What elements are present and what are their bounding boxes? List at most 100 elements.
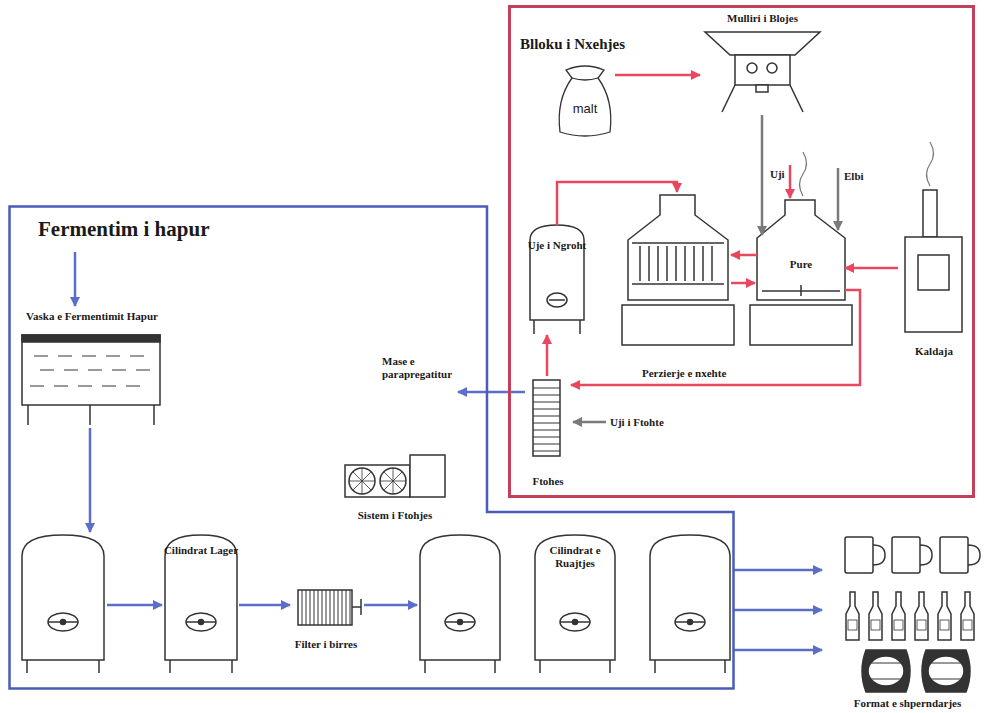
vat-drawing: [34, 356, 150, 357]
blue-arrows: [107, 604, 162, 607]
serving-icons: [892, 537, 920, 573]
red-arrows: [731, 282, 755, 285]
flow-arrow: [571, 290, 860, 385]
filter-drawing: [350, 590, 351, 625]
node-label: Kaldaja: [915, 345, 953, 358]
vat-drawing: [22, 335, 160, 425]
distribution-forms: Format e shperndarjes: [830, 528, 985, 711]
malt-bag: [559, 66, 611, 136]
tank-drawing: [445, 613, 475, 631]
serving-icons: [930, 663, 962, 664]
lauter-tun: [702, 246, 704, 281]
serving-icons: [892, 592, 905, 640]
malt-bag: malt: [555, 65, 615, 140]
mash-tun: [750, 305, 852, 345]
lauter-tun: [684, 246, 686, 281]
beer-filter: Filter i birres: [290, 585, 362, 651]
flow-arrow: [761, 115, 764, 235]
serving-icons: [920, 545, 932, 565]
red-arrows: [557, 182, 677, 225]
steam: [800, 142, 934, 196]
serving-icons: [894, 620, 903, 630]
vat-drawing: [22, 335, 160, 342]
cooler-drawing: [533, 388, 560, 451]
serving-icons: [869, 592, 882, 640]
serving-icons: [845, 537, 980, 692]
flow-arrow: [546, 335, 549, 376]
node-label: Ftohes: [532, 475, 563, 488]
node-label: Sistem i Ftohjes: [358, 509, 433, 522]
tank-drawing: [424, 660, 426, 673]
blue-arrows: [734, 609, 822, 612]
cooler-drawing: [533, 423, 560, 424]
tank-drawing: [560, 613, 590, 631]
region-title: Fermentim i hapur: [38, 217, 209, 242]
steam: [927, 142, 934, 186]
flow-label: Uji i Ftohte: [608, 416, 666, 429]
region-title: Blloku i Nxehjes: [520, 35, 625, 54]
lauter-tun: [657, 246, 659, 281]
tank-drawing: [573, 620, 578, 625]
lauter-tun: [640, 246, 712, 281]
lauter-tun: [622, 195, 734, 345]
vat-drawing: [153, 405, 155, 425]
lauter-tun: [632, 283, 724, 285]
node-label: Pure: [790, 258, 812, 271]
filter-drawing: [322, 590, 323, 625]
filter-drawing: [326, 590, 327, 625]
cooler-drawing: [533, 437, 560, 438]
mill-drawing: [735, 55, 790, 85]
cooler-drawing: [533, 402, 560, 403]
grey-arrows: [837, 168, 840, 230]
cooler-drawing: [533, 416, 560, 417]
serving-icons: [940, 537, 968, 573]
vat-drawing: [22, 335, 160, 405]
serving-icons: [846, 592, 859, 640]
cooler-drawing: [533, 409, 560, 410]
chiller-drawing: [345, 465, 410, 497]
tank-drawing: [675, 613, 705, 631]
tank-drawing: [688, 620, 693, 625]
tank-drawing: [98, 660, 100, 673]
filter-drawing: [306, 590, 307, 625]
red-arrows: [731, 254, 757, 257]
mill-drawing: [747, 63, 757, 73]
node-label: Vaska e Fermentimit Hapur: [26, 310, 158, 323]
serving-icons: [963, 620, 972, 630]
storage-tank: Cilindrat e Ruajtjes: [533, 530, 617, 675]
flow-arrow: [239, 604, 290, 607]
cooler: Ftohes: [525, 376, 571, 488]
vat-drawing: [30, 356, 150, 386]
serving-icons: [917, 620, 926, 630]
mill-drawing: [790, 85, 803, 112]
lauter-tun: [632, 242, 724, 244]
steam: [800, 152, 807, 196]
red-arrows: [789, 165, 792, 198]
blue-arrows: [364, 604, 417, 607]
region-outline: [8, 205, 735, 690]
tank-drawing: [539, 660, 541, 673]
tank-drawing: [48, 613, 78, 631]
filter-drawing: [298, 590, 352, 625]
cooler-drawing: [533, 395, 560, 396]
blue-arrows: [75, 252, 822, 650]
hot-water-tank: [549, 299, 565, 301]
serving-icons: [928, 656, 964, 686]
node-label: Format e shperndarjes: [854, 697, 962, 710]
lauter-tun: [648, 246, 650, 281]
filter-drawing: [314, 590, 315, 625]
hot-water-tank: [579, 320, 581, 334]
blue-arrows: [89, 428, 92, 532]
filter-drawing: [360, 599, 362, 615]
boiler-drawing: [923, 190, 937, 237]
cooler-drawing: [533, 380, 560, 456]
vat-drawing: [27, 405, 29, 425]
chiller-drawing: [349, 468, 375, 494]
chiller-drawing: [345, 455, 445, 497]
mill-drawing: [767, 63, 777, 73]
red-arrows: [557, 165, 790, 283]
flow-label: Mase e parapregatitur: [380, 355, 476, 381]
serving-icons: [940, 620, 949, 630]
